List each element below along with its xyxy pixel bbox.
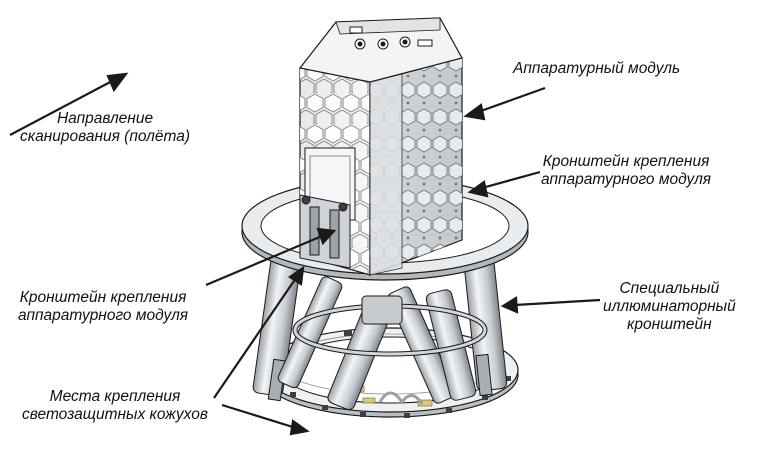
- label-instrument-module-line-1: Аппаратурный модуль: [513, 60, 681, 77]
- label-module-bracket-left-line-2: аппаратурного модуля: [18, 307, 189, 324]
- label-module-bracket-top-line-2: аппаратурного модуля: [541, 171, 712, 188]
- label-scan-direction-line-2: сканирования (полёта): [20, 128, 191, 145]
- label-module-bracket-left: Кронштейн крепления аппаратурного модуля: [18, 289, 188, 325]
- label-module-bracket-left-line-1: Кронштейн крепления: [19, 289, 187, 306]
- lower-hub: [361, 295, 403, 325]
- strut-legs: [252, 253, 508, 411]
- label-illuminator-bracket-line-2: иллюминаторный: [603, 298, 736, 315]
- label-module-bracket-top-line-1: Кронштейн крепления: [542, 153, 710, 170]
- label-illuminator-bracket-line-1: Специальный: [619, 280, 720, 297]
- top-connectors: [349, 26, 433, 50]
- label-scan-direction-line-1: Направление: [56, 110, 154, 127]
- label-lightshield-mounts-line-2: светозащитных кожухов: [22, 406, 208, 423]
- label-lightshield-mounts: Места крепления светозащитных кожухов: [22, 388, 208, 424]
- pointer-lines: [9, 72, 601, 436]
- label-scan-direction: Направление сканирования (полёта): [20, 110, 190, 146]
- label-illuminator-bracket: Специальный иллюминаторный кронштейн: [603, 280, 736, 334]
- label-illuminator-bracket-line-3: кронштейн: [627, 316, 712, 333]
- label-module-bracket-top: Кронштейн крепления аппаратурного модуля: [541, 153, 711, 189]
- cable-bundle: [378, 391, 424, 405]
- label-instrument-module: Аппаратурный модуль: [513, 60, 680, 78]
- label-lightshield-mounts-line-1: Места крепления: [49, 388, 181, 405]
